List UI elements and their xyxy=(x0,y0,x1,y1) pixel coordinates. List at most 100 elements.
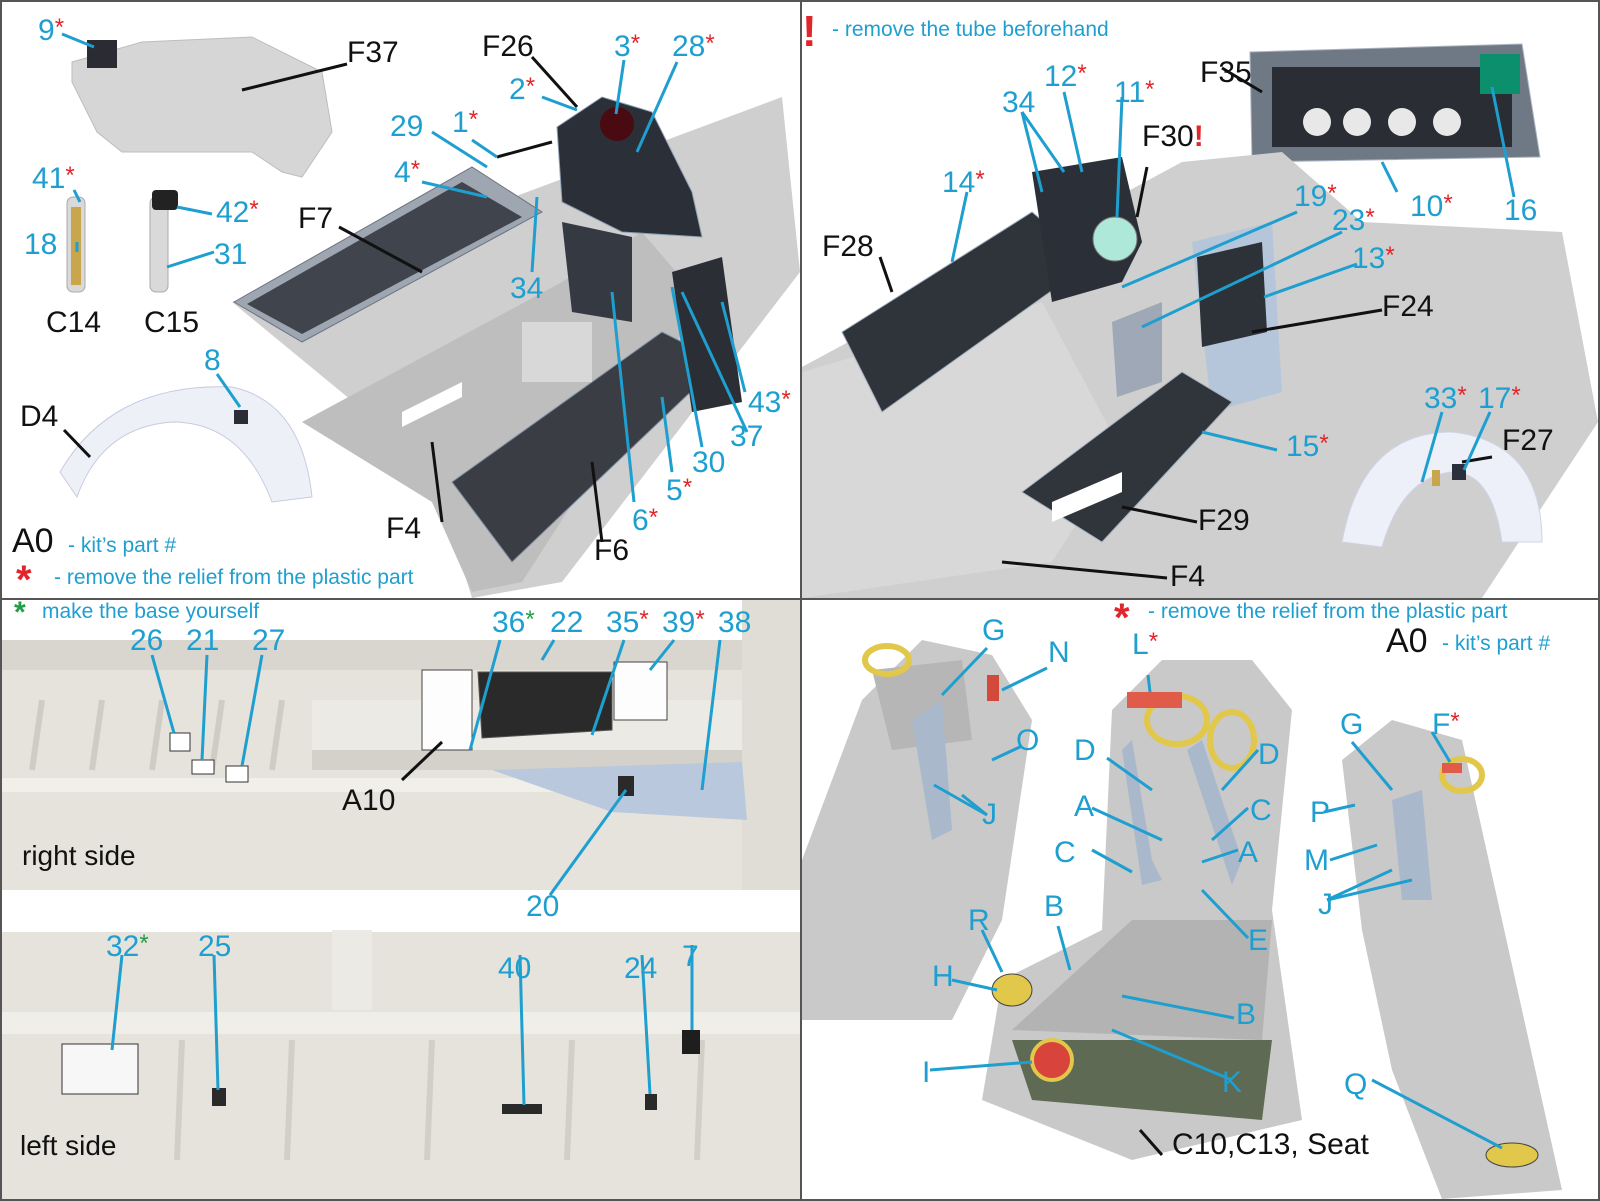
legend-remove-relief-text: - remove the relief from the plastic par… xyxy=(54,566,414,589)
label-39: 39* xyxy=(662,606,705,639)
label-L: L* xyxy=(1132,628,1159,661)
label-C15: C15 xyxy=(144,306,200,339)
label-22: 22 xyxy=(550,606,584,639)
quadrant-side-walls: * make the base yourself 26 21 27 36* 22… xyxy=(2,600,800,1199)
label-37: 37 xyxy=(730,420,764,453)
label-5: 5* xyxy=(666,474,693,507)
label-F28: F28 xyxy=(822,230,874,263)
label-4: 4* xyxy=(394,156,421,189)
label-F35: F35 xyxy=(1200,56,1252,89)
label-31: 31 xyxy=(214,238,248,271)
label-D-left: D xyxy=(1074,734,1096,767)
label-33: 33* xyxy=(1424,382,1467,415)
frame-right xyxy=(1598,0,1600,1201)
label-16: 16 xyxy=(1504,194,1538,227)
label-19: 19* xyxy=(1294,180,1337,213)
label-N: N xyxy=(1048,636,1070,669)
rear-cockpit-illustration xyxy=(802,43,1598,598)
quadrant-ejection-seats: * - remove the relief from the plastic p… xyxy=(802,600,1598,1199)
label-F30: F30! xyxy=(1142,120,1204,153)
legend-kit-part-text: - kit’s part # xyxy=(1442,632,1551,655)
label-B-top: B xyxy=(1044,890,1065,923)
label-A10: A10 xyxy=(342,784,396,817)
label-A-right: A xyxy=(1238,836,1259,869)
label-I: I xyxy=(922,1056,931,1089)
label-H: H xyxy=(932,960,954,993)
label-1: 1* xyxy=(452,106,479,139)
label-2: 2* xyxy=(509,73,536,106)
label-34: 34 xyxy=(1002,86,1036,119)
label-F7: F7 xyxy=(298,202,334,235)
label-F29: F29 xyxy=(1198,504,1250,537)
label-7: 7 xyxy=(682,940,699,973)
caption-seat: C10,C13, Seat xyxy=(1172,1128,1369,1161)
label-29: 29 xyxy=(390,110,424,143)
label-17: 17* xyxy=(1478,382,1521,415)
label-24: 24 xyxy=(624,952,658,985)
label-26: 26 xyxy=(130,624,164,657)
label-13: 13* xyxy=(1352,242,1395,275)
label-C-right: C xyxy=(1250,794,1272,827)
label-P: P xyxy=(1310,796,1331,829)
label-30: 30 xyxy=(692,446,726,479)
label-11: 11* xyxy=(1114,76,1155,109)
front-cockpit-illustration xyxy=(59,32,800,598)
label-6: 6* xyxy=(632,504,659,537)
label-C-left: C xyxy=(1054,836,1076,869)
label-40: 40 xyxy=(498,952,532,985)
label-20: 20 xyxy=(526,890,560,923)
caption-right-side: right side xyxy=(22,840,136,871)
label-10: 10* xyxy=(1410,190,1453,223)
label-F4: F4 xyxy=(1170,560,1206,593)
label-32: 32* xyxy=(106,930,149,963)
label-34: 34 xyxy=(510,272,544,305)
label-D4: D4 xyxy=(20,400,59,433)
legend-kit-part-code: A0 xyxy=(1386,622,1428,660)
frame-left xyxy=(0,0,2,1201)
label-9: 9* xyxy=(38,14,65,47)
label-36: 36* xyxy=(492,606,535,639)
label-F6: F6 xyxy=(594,534,630,567)
label-O: O xyxy=(1016,724,1040,757)
quadrant-front-cockpit: 9* F37 F26 3* 28* 2* 29 1* 4* 41* 42* F7… xyxy=(2,2,800,598)
label-M: M xyxy=(1304,844,1329,877)
label-J-right: J xyxy=(1318,888,1333,921)
label-G: G xyxy=(982,614,1006,647)
label-F24: F24 xyxy=(1382,290,1434,323)
label-B-bottom: B xyxy=(1236,998,1257,1031)
label-3: 3* xyxy=(614,30,641,63)
legend-remove-relief-text: - remove the relief from the plastic par… xyxy=(1148,600,1508,623)
legend-green-asterisk-icon: * xyxy=(14,600,26,629)
label-28: 28* xyxy=(672,30,715,63)
quadrant-rear-cockpit: ! - remove the tube beforehand F35 12* 1… xyxy=(802,2,1598,598)
label-38: 38 xyxy=(718,606,752,639)
label-27: 27 xyxy=(252,624,286,657)
caption-left-side: left side xyxy=(20,1130,117,1161)
label-F: F* xyxy=(1432,708,1460,741)
legend-remove-tube-text: - remove the tube beforehand xyxy=(832,18,1109,41)
label-E: E xyxy=(1248,924,1269,957)
legend-red-asterisk-icon: * xyxy=(16,558,32,598)
label-35: 35* xyxy=(606,606,649,639)
label-Q: Q xyxy=(1344,1068,1368,1101)
label-G-right: G xyxy=(1340,708,1364,741)
legend-exclamation-icon: ! xyxy=(802,7,817,56)
label-F26: F26 xyxy=(482,30,534,63)
label-R: R xyxy=(968,904,990,937)
side-walls-illustration xyxy=(2,600,800,1199)
label-D-right: D xyxy=(1258,738,1280,771)
label-41: 41* xyxy=(32,162,75,195)
legend-red-asterisk-icon: * xyxy=(1114,600,1130,640)
label-J-left: J xyxy=(982,798,997,831)
label-25: 25 xyxy=(198,930,232,963)
label-A-left: A xyxy=(1074,790,1095,823)
label-43: 43* xyxy=(748,386,791,419)
label-21: 21 xyxy=(186,624,220,657)
legend-kit-part-code: A0 xyxy=(12,522,54,560)
label-15: 15* xyxy=(1286,430,1329,463)
label-42: 42* xyxy=(216,196,259,229)
label-F4: F4 xyxy=(386,512,422,545)
legend-make-base-text: make the base yourself xyxy=(42,600,260,623)
frame-horizontal-divider xyxy=(0,598,1600,600)
label-F27: F27 xyxy=(1502,424,1554,457)
